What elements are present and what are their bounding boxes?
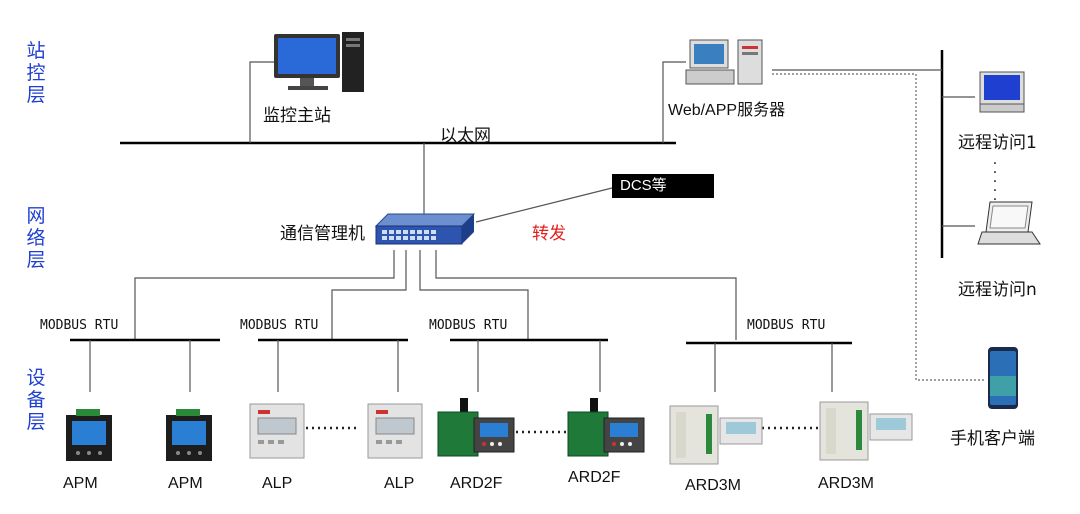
motor-protector-icon <box>567 398 645 457</box>
device-label-alp-2: ALP <box>384 475 415 492</box>
bus-label-1: MODBUS RTU <box>40 318 119 333</box>
bus-link-4 <box>435 250 737 340</box>
device-label-apm-2: APM <box>168 475 203 492</box>
desktop-pc-icon <box>274 32 364 92</box>
forward-label: 转发 <box>532 224 566 244</box>
motor-controller-icon <box>669 405 763 465</box>
dcs-box: DCS等 <box>612 174 714 198</box>
monitor-host-link <box>249 61 276 143</box>
device-label-ard3m-1: ARD3M <box>685 477 742 494</box>
server-pc-icon <box>685 39 763 85</box>
motor-protector-icon <box>437 398 515 457</box>
ethernet-label: 以太网 <box>440 126 491 146</box>
smartphone-icon <box>988 347 1018 409</box>
bus-label-2: MODBUS RTU <box>240 318 319 333</box>
motor-controller-icon <box>819 401 913 461</box>
bus-link-1 <box>134 250 395 340</box>
monitor-host-label: 监控主站 <box>263 106 331 126</box>
web-server-link <box>662 61 686 143</box>
device-label-ard2f-2: ARD2F <box>568 469 621 486</box>
network-switch-icon <box>374 213 476 245</box>
power-meter-icon <box>66 409 112 461</box>
vertical-ellipsis: ····· <box>992 156 998 208</box>
bus-label-3: MODBUS RTU <box>429 318 508 333</box>
leakage-protector-icon <box>367 403 423 459</box>
device-layer-label: 设备层 <box>26 367 46 433</box>
bus-link-2 <box>331 250 407 340</box>
device-label-ard2f-1: ARD2F <box>450 475 503 492</box>
mobile-dotted-link <box>772 73 984 381</box>
mobile-client-label: 手机客户端 <box>950 429 1035 449</box>
dcs-link <box>475 187 613 223</box>
device-label-apm-1: APM <box>63 475 98 492</box>
laptop-icon <box>977 201 1041 245</box>
comm-manager-label: 通信管理机 <box>280 224 365 244</box>
device-label-ard3m-2: ARD3M <box>818 475 875 492</box>
bus-link-3 <box>419 250 529 340</box>
web-server-label: Web/APP服务器 <box>668 102 786 119</box>
crt-monitor-icon <box>979 71 1025 113</box>
remote-n-label: 远程访问n <box>958 280 1037 300</box>
power-meter-icon <box>166 409 212 461</box>
leakage-protector-icon <box>249 403 305 459</box>
network-layer-label: 网络层 <box>26 205 46 271</box>
remote-1-label: 远程访问1 <box>958 133 1037 153</box>
bus-label-4: MODBUS RTU <box>747 318 826 333</box>
station-layer-label: 站控层 <box>26 40 46 106</box>
device-label-alp-1: ALP <box>262 475 293 492</box>
